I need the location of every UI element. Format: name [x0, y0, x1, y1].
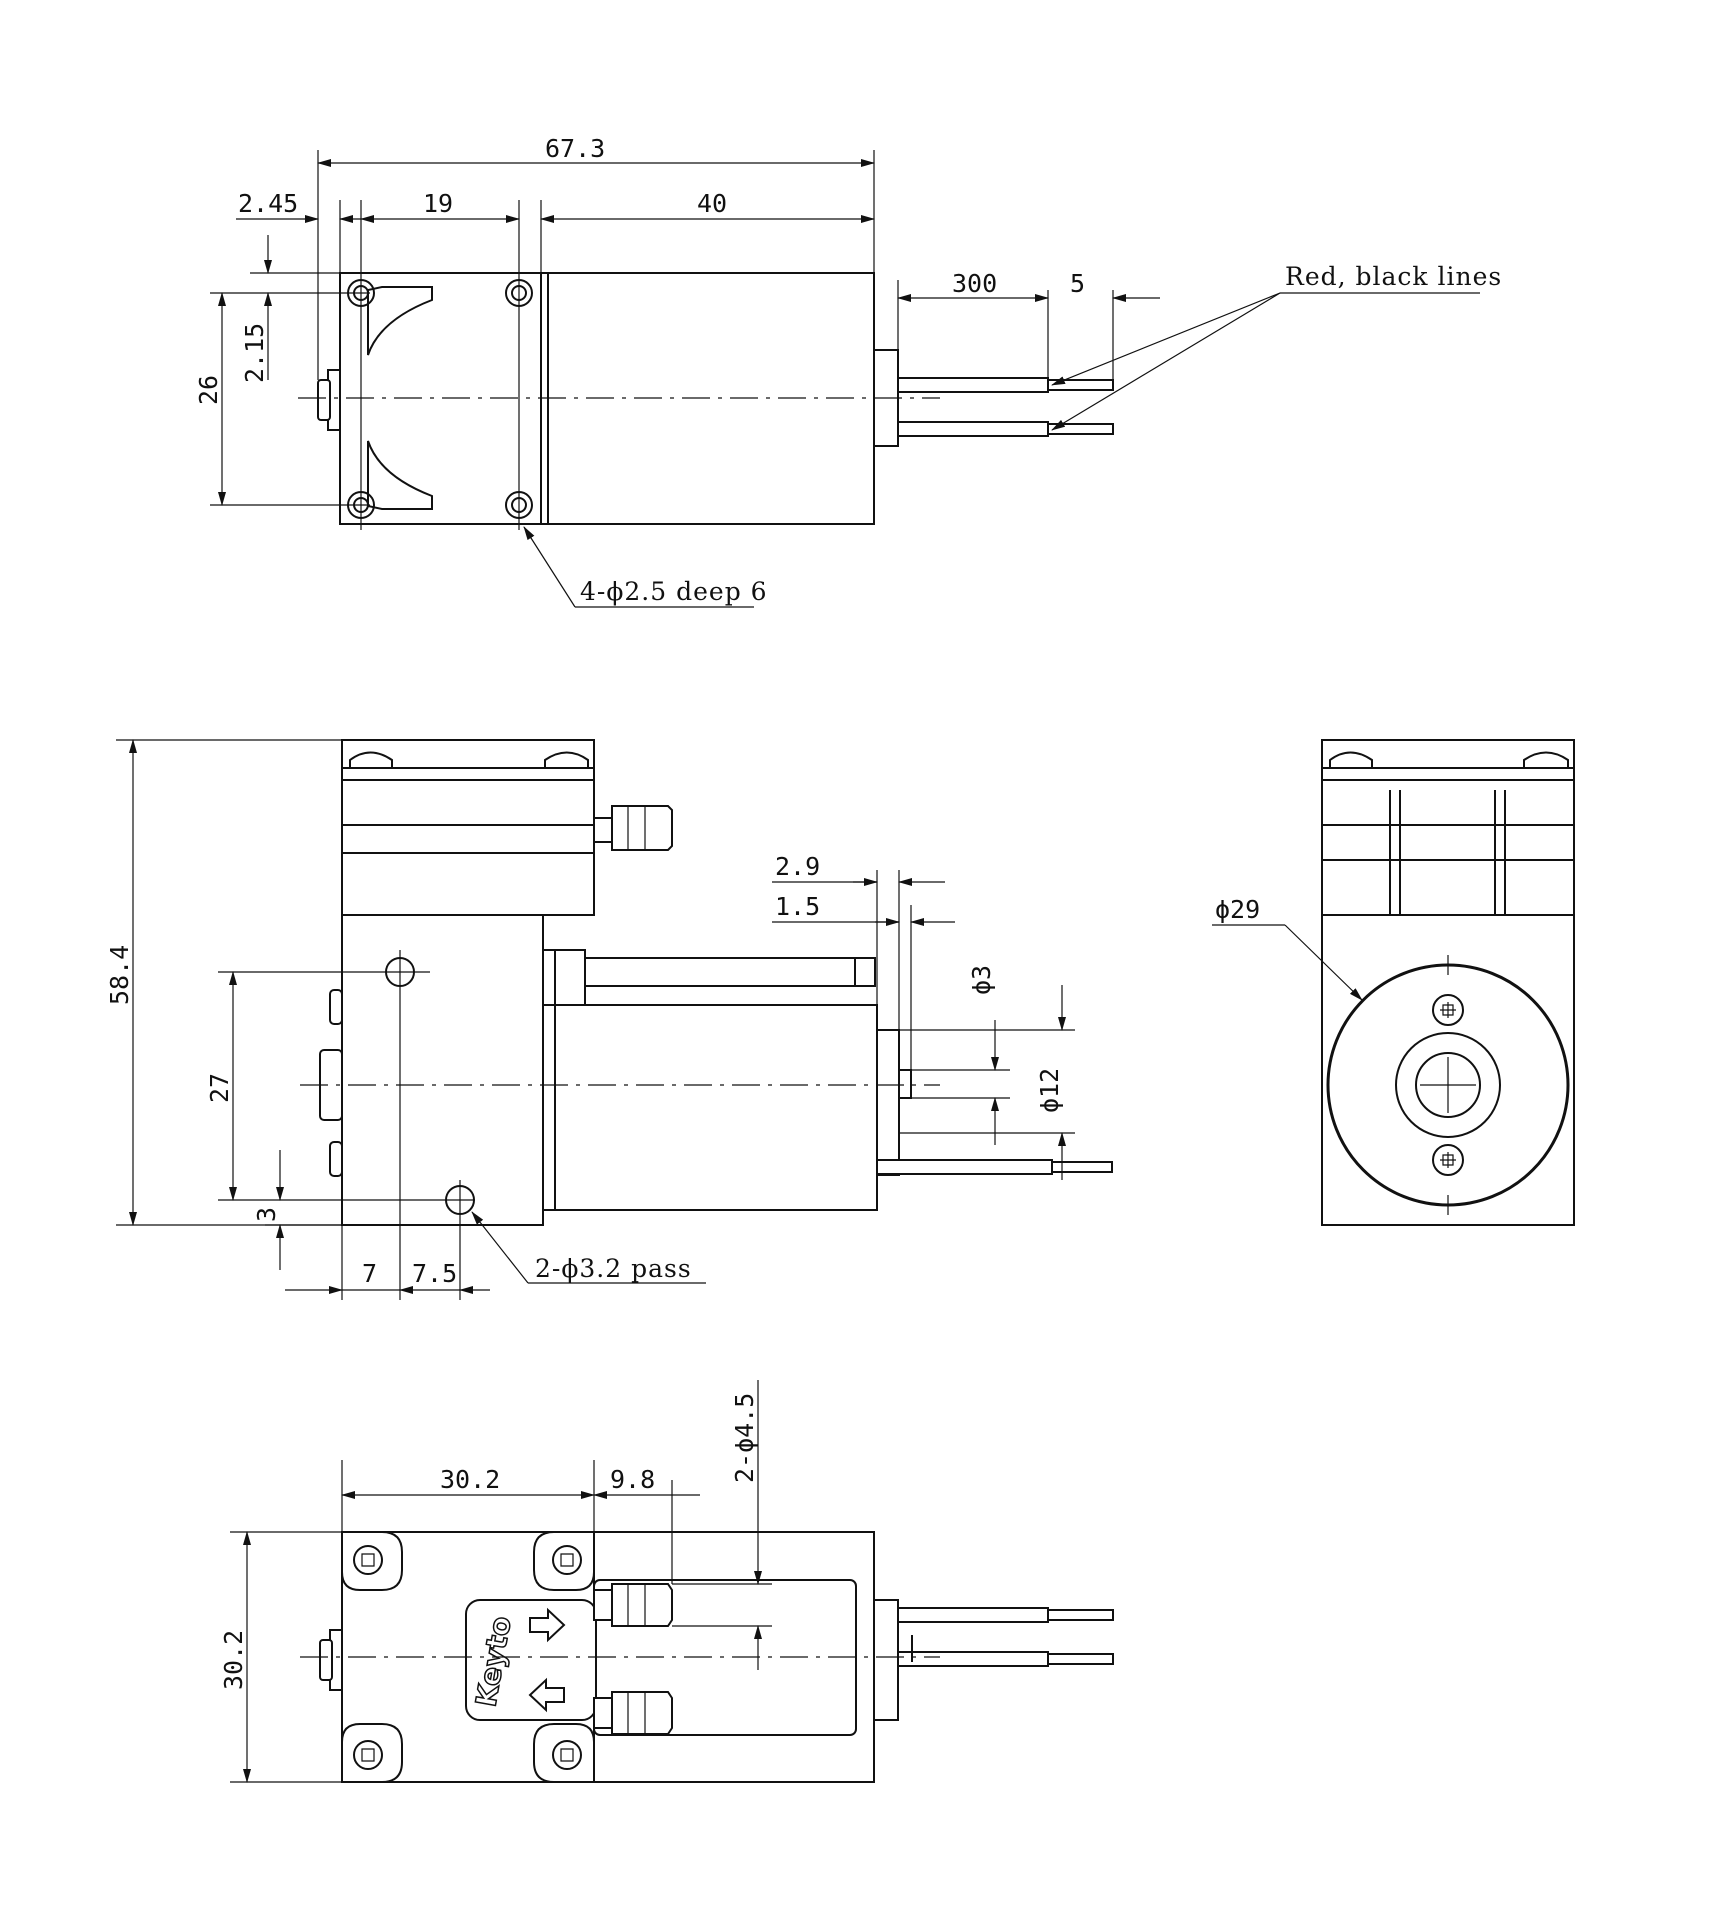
- dim-2-9: 2.9: [775, 852, 820, 881]
- dim-26: 26: [194, 375, 223, 405]
- top-view: 67.3 2.45 19 40 2.15 26 300 5 Red, black…: [194, 134, 1502, 608]
- arrow-left-icon: [528, 1677, 565, 1713]
- dim-19: 19: [423, 189, 453, 218]
- dim-2-45: 2.45: [238, 189, 298, 218]
- dim-2-15: 2.15: [240, 323, 269, 383]
- dim-9-8: 9.8: [610, 1465, 655, 1494]
- dim-1-5: 1.5: [775, 892, 820, 921]
- holes-label-side: 2-ϕ3.2 pass: [535, 1254, 692, 1283]
- screw-icon: [1432, 994, 1464, 1176]
- dim-phi3: ϕ3: [967, 965, 996, 995]
- top-wires: [897, 377, 1114, 437]
- end-view: ϕ29: [1212, 739, 1575, 1226]
- side-lower-block: [341, 914, 544, 1226]
- dim-7-5: 7.5: [412, 1259, 457, 1288]
- dim-phi4-5: 2-ϕ4.5: [730, 1393, 759, 1483]
- bottom-nozzle: [593, 1583, 673, 1735]
- side-nozzle: [593, 805, 673, 851]
- dim-30-2-horizontal: 30.2: [440, 1465, 500, 1494]
- dim-58-4: 58.4: [105, 945, 134, 1005]
- side-view: 58.4 27 3 7 7.5 2-ϕ3.2 pass 2.9 1.5: [105, 739, 1113, 1300]
- dim-3: 3: [252, 1207, 281, 1222]
- dim-5: 5: [1070, 269, 1085, 298]
- dim-40: 40: [697, 189, 727, 218]
- arrow-right-icon: [529, 1607, 566, 1643]
- side-pump-head: [341, 739, 595, 916]
- side-motor-body: [542, 1004, 878, 1211]
- dim-30-2-vertical: 30.2: [219, 1630, 248, 1690]
- dim-27: 27: [205, 1073, 234, 1103]
- wires-label: Red, black lines: [1285, 262, 1502, 291]
- top-curved-feature-lower: [367, 440, 433, 510]
- holes-label-top: 4-ϕ2.5 deep 6: [580, 577, 768, 606]
- dim-overall-length: 67.3: [545, 134, 605, 163]
- dim-300: 300: [952, 269, 997, 298]
- bottom-view: Keyto 30.2 9.8: [219, 1380, 1114, 1783]
- dim-phi29: ϕ29: [1215, 895, 1260, 924]
- dim-7: 7: [362, 1259, 377, 1288]
- top-curved-feature-upper: [367, 286, 433, 356]
- dim-phi12: ϕ12: [1035, 1068, 1064, 1113]
- screw-icon: [341, 1531, 595, 1783]
